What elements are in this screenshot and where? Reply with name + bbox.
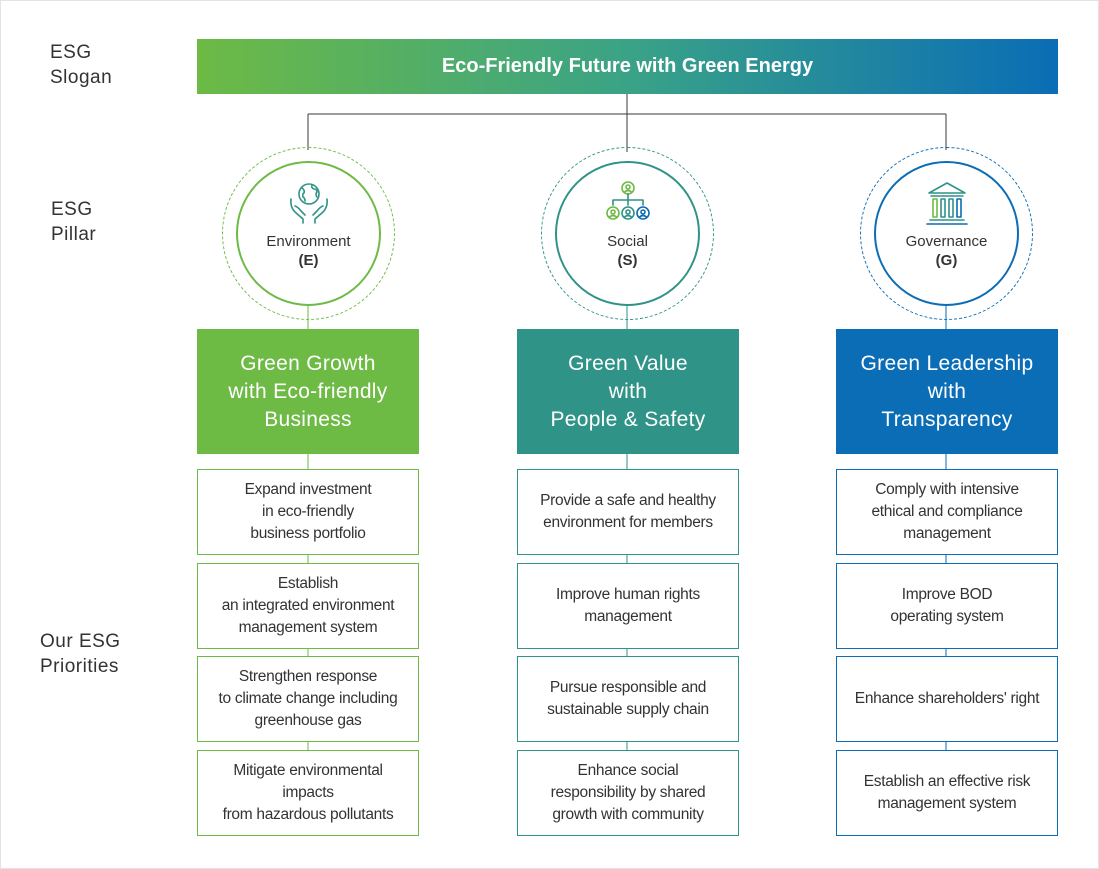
pillar-outer-ring bbox=[222, 147, 395, 320]
priority-line: greenhouse gas bbox=[254, 712, 362, 729]
pillar-social: Social (S) bbox=[541, 147, 714, 320]
priority-line: Enhance social bbox=[577, 762, 679, 779]
pillar-outer-ring bbox=[860, 147, 1033, 320]
priority-line: Enhance shareholders' right bbox=[854, 690, 1040, 707]
label-line: Priorities bbox=[40, 656, 119, 677]
priority-line: Pursue responsible and bbox=[549, 679, 707, 696]
priority-line: Mitigate environmental bbox=[233, 762, 383, 779]
pillar-name: Social bbox=[607, 233, 648, 250]
theme-line: with Eco-friendly bbox=[228, 379, 388, 403]
priority-box: Expand investment in eco-friendly busine… bbox=[197, 469, 419, 555]
label-line: ESG bbox=[51, 199, 93, 220]
priority-box: Pursue responsible and sustainable suppl… bbox=[517, 656, 739, 742]
people-network-icon bbox=[605, 181, 650, 220]
pillar-code: (G) bbox=[935, 252, 958, 269]
priority-line: management bbox=[903, 525, 991, 542]
priority-line: operating system bbox=[890, 608, 1004, 625]
priority-line: Establish bbox=[277, 575, 339, 592]
institution-building-icon bbox=[925, 182, 968, 225]
priority-line: growth with community bbox=[552, 806, 704, 823]
priority-line: business portfolio bbox=[250, 525, 366, 542]
priority-line: Provide a safe and healthy bbox=[540, 492, 716, 509]
theme-line: with bbox=[927, 379, 967, 403]
priority-line: to climate change including bbox=[218, 690, 398, 707]
priority-box: Strengthen response to climate change in… bbox=[197, 656, 419, 742]
label-esg-slogan: ESG Slogan bbox=[50, 40, 112, 90]
theme-line: Green Growth bbox=[240, 351, 376, 375]
priority-line: management bbox=[584, 608, 672, 625]
theme-line: People & Safety bbox=[550, 407, 706, 431]
label-esg-pillar: ESG Pillar bbox=[51, 197, 96, 247]
pillar-name: Governance bbox=[905, 233, 988, 250]
priority-line: in eco-friendly bbox=[262, 503, 354, 520]
priority-line: environment for members bbox=[543, 514, 713, 531]
priority-line: from hazardous pollutants bbox=[222, 806, 394, 823]
theme-line: Green Value bbox=[568, 351, 688, 375]
label-line: Our ESG bbox=[40, 631, 121, 652]
priority-line: impacts bbox=[282, 784, 334, 801]
label-line: ESG bbox=[50, 42, 92, 63]
theme-box-governance: Green Leadership with Transparency bbox=[836, 329, 1058, 454]
priority-line: Improve BOD bbox=[901, 586, 993, 603]
priority-box: Provide a safe and healthy environment f… bbox=[517, 469, 739, 555]
priority-line: Strengthen response bbox=[238, 668, 378, 685]
theme-line: Business bbox=[264, 407, 352, 431]
priority-line: Expand investment bbox=[244, 481, 372, 498]
priority-box: Mitigate environmental impacts from haza… bbox=[197, 750, 419, 836]
globe-hands-icon bbox=[289, 183, 328, 224]
priority-box: Enhance shareholders' right bbox=[836, 656, 1058, 742]
label-our-esg-priorities: Our ESG Priorities bbox=[40, 629, 121, 679]
pillar-governance: Governance (G) bbox=[860, 147, 1033, 320]
label-line: Pillar bbox=[51, 224, 97, 245]
theme-box-environment: Green Growth with Eco-friendly Business bbox=[197, 329, 419, 454]
priority-line: sustainable supply chain bbox=[547, 701, 709, 718]
priority-line: Comply with intensive bbox=[875, 481, 1019, 498]
priority-box: Improve human rights management bbox=[517, 563, 739, 649]
priority-box: Improve BOD operating system bbox=[836, 563, 1058, 649]
pillar-name: Environment bbox=[266, 233, 351, 250]
priority-box: Establish an integrated environment mana… bbox=[197, 563, 419, 649]
priority-box: Establish an effective risk management s… bbox=[836, 750, 1058, 836]
priority-box: Enhance social responsibility by shared … bbox=[517, 750, 739, 836]
theme-line: Transparency bbox=[881, 407, 1013, 431]
priority-line: an integrated environment bbox=[221, 597, 395, 614]
pillar-environment: Environment (E) bbox=[222, 147, 395, 320]
priority-line: management system bbox=[877, 795, 1017, 812]
priority-line: management system bbox=[238, 619, 378, 636]
pillar-inner-circle: Environment (E) bbox=[236, 161, 381, 306]
pillar-code: (S) bbox=[617, 252, 638, 269]
theme-line: Green Leadership bbox=[860, 351, 1034, 375]
priority-line: Establish an effective risk bbox=[863, 773, 1031, 790]
label-line: Slogan bbox=[50, 67, 113, 88]
priority-line: responsibility by shared bbox=[550, 784, 706, 801]
pillar-code: (E) bbox=[298, 252, 319, 269]
slogan-banner: Eco-Friendly Future with Green Energy bbox=[197, 39, 1058, 94]
pillar-inner-circle: Social (S) bbox=[555, 161, 700, 306]
pillar-inner-circle: Governance (G) bbox=[874, 161, 1019, 306]
theme-box-social: Green Value with People & Safety bbox=[517, 329, 739, 454]
priority-box: Comply with intensive ethical and compli… bbox=[836, 469, 1058, 555]
theme-line: with bbox=[608, 379, 648, 403]
priority-line: Improve human rights bbox=[556, 586, 700, 603]
pillar-outer-ring bbox=[541, 147, 714, 320]
priority-line: ethical and compliance bbox=[871, 503, 1023, 520]
